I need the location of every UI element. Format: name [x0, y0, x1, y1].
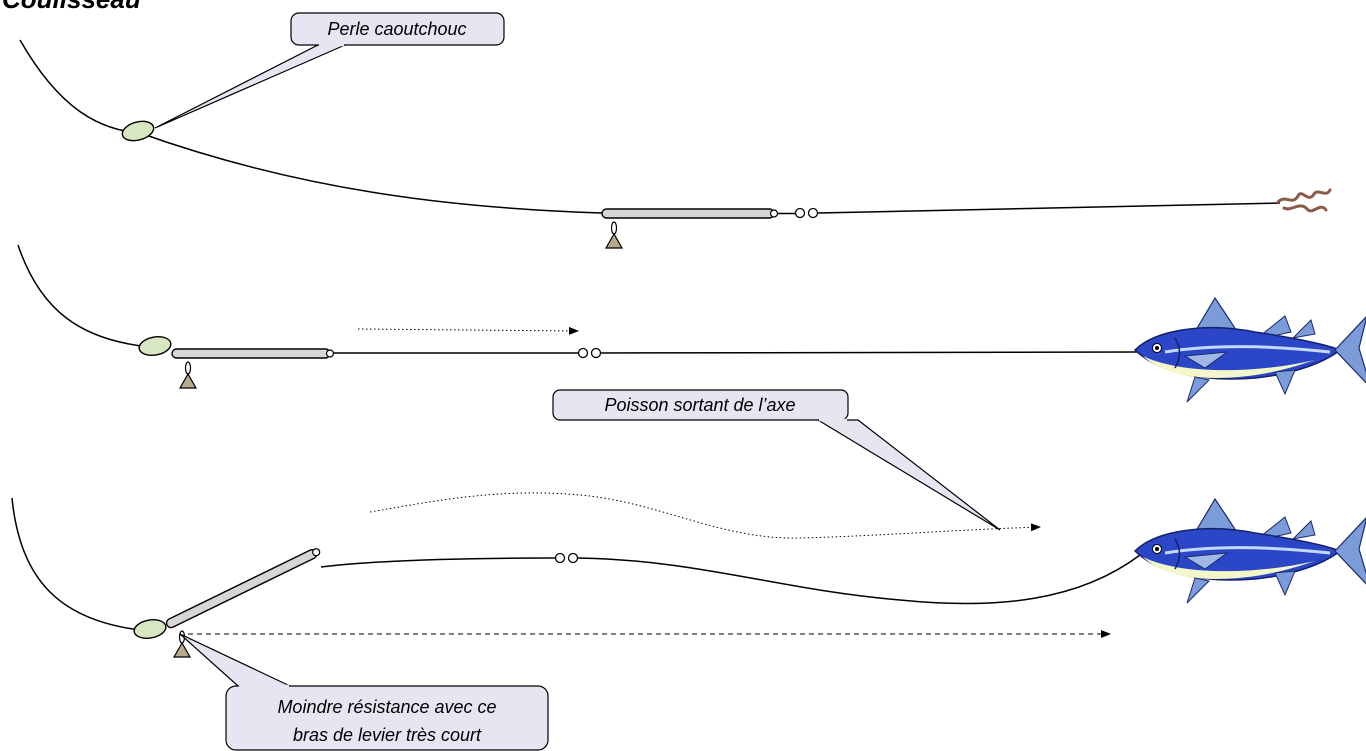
rubber-bead-icon	[138, 336, 172, 356]
tube-end	[325, 349, 335, 358]
slider-tube	[165, 548, 321, 629]
pull-direction-arrow	[357, 326, 579, 335]
callout-fish-axis: Poisson sortant de l’axe	[552, 389, 1001, 531]
main-line	[17, 244, 151, 348]
callout-fish-axis-text: Poisson sortant de l’axe	[604, 395, 795, 415]
main-line	[11, 497, 141, 631]
callout-bead-text: Perle caoutchouc	[327, 19, 466, 39]
lead-weight-icon	[605, 221, 623, 249]
main-line	[19, 39, 603, 214]
tuna-fish-icon	[1133, 497, 1366, 605]
rig-row-1	[19, 39, 1332, 249]
callout-lever-text-1: Moindre résistance avec ce	[277, 697, 496, 717]
page-title: Coulisseau	[2, 0, 141, 14]
rubber-bead-icon	[121, 120, 155, 142]
rig-row-3	[11, 492, 1366, 658]
bait-worm-icon	[1276, 188, 1332, 213]
callout-lever-text-2: bras de levier très court	[293, 725, 482, 745]
fish-path-line	[369, 492, 1041, 539]
callout-bead: Perle caoutchouc	[154, 12, 505, 129]
lead-weight-icon	[179, 361, 197, 389]
slider-tube	[171, 348, 331, 359]
tuna-fish-icon	[1133, 296, 1366, 404]
rubber-bead-icon	[133, 619, 167, 639]
swivel-icon	[577, 347, 602, 359]
swivel-icon	[794, 207, 819, 219]
rig-row-2	[17, 244, 1366, 404]
tube-end	[769, 209, 779, 218]
slider-tube	[601, 208, 775, 219]
callout-lever: Moindre résistance avec ce bras de levie…	[179, 633, 549, 751]
swivel-icon	[554, 552, 579, 564]
